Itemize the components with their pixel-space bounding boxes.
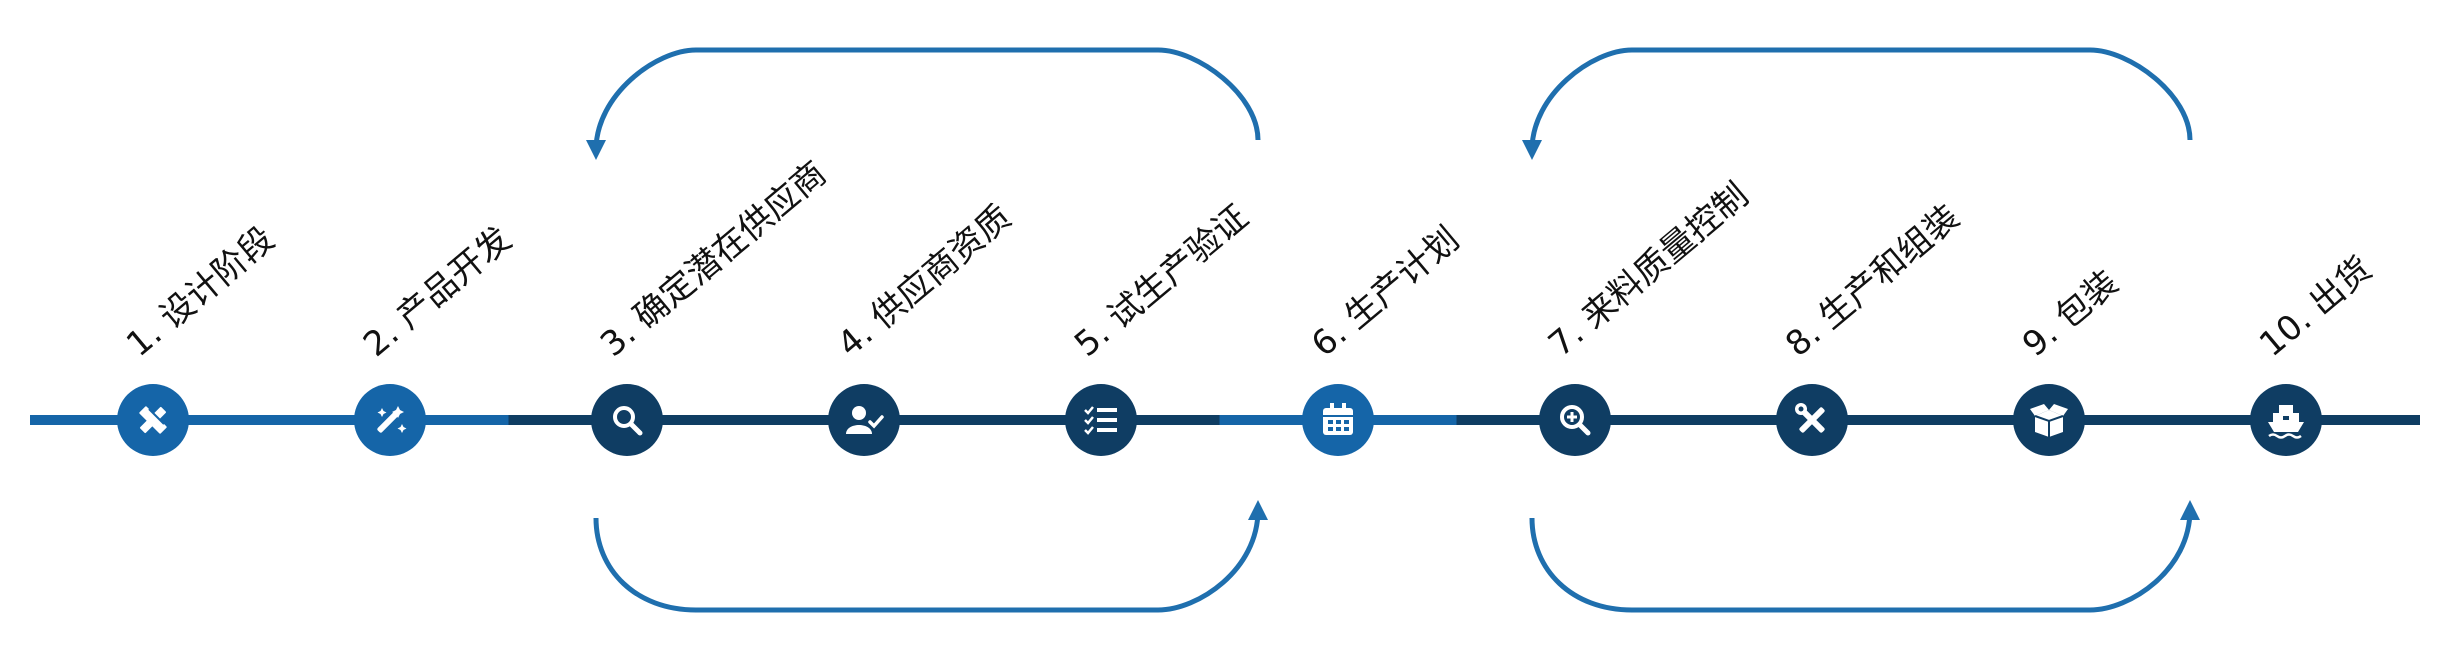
zoom-in-icon: [1560, 405, 1591, 436]
search-icon: [613, 406, 643, 436]
calendar-icon: [1323, 403, 1353, 435]
step-node-circle: [1539, 384, 1611, 456]
step-node-8: [1776, 384, 1848, 456]
step-node-6: [1302, 384, 1374, 456]
feedback-loop-top: [1522, 47, 2193, 160]
magic-wand-icon: [377, 406, 407, 433]
step-label-7: 7. 来料质量控制: [1541, 175, 1756, 365]
step-label-5: 5. 试生产验证: [1067, 197, 1256, 365]
checklist-icon: [1084, 406, 1117, 435]
step-node-1: [117, 384, 189, 456]
feedback-loops: [586, 47, 2200, 613]
step-label-2: 2. 产品开发: [356, 219, 519, 365]
step-label-3: 3. 确定潜在供应商: [593, 153, 834, 364]
step-node-10: [2250, 384, 2322, 456]
step-node-2: [354, 384, 426, 456]
tools-icon: [1795, 403, 1825, 433]
step-nodes: [117, 384, 2322, 456]
step-node-3: [591, 384, 663, 456]
pencil-ruler-icon: [139, 406, 167, 434]
user-check-icon: [846, 406, 884, 434]
step-label-9: 9. 包装: [2015, 263, 2126, 365]
step-label-4: 4. 供应商资质: [830, 197, 1019, 365]
feedback-loop-top: [586, 47, 1261, 160]
step-node-7: [1539, 384, 1611, 456]
step-label-6: 6. 生产计划: [1304, 219, 1467, 365]
box-icon: [2030, 404, 2068, 437]
feedback-loop-bottom: [593, 500, 1268, 613]
feedback-loop-bottom: [1529, 500, 2200, 613]
step-node-5: [1065, 384, 1137, 456]
step-node-9: [2013, 384, 2085, 456]
step-node-circle: [591, 384, 663, 456]
step-label-8: 8. 生产和组装: [1778, 197, 1967, 365]
step-node-4: [828, 384, 900, 456]
step-label-1: 1. 设计阶段: [119, 219, 282, 365]
step-label-10: 10. 出货: [2252, 249, 2380, 365]
ship-icon: [2268, 405, 2304, 439]
step-node-circle: [828, 384, 900, 456]
